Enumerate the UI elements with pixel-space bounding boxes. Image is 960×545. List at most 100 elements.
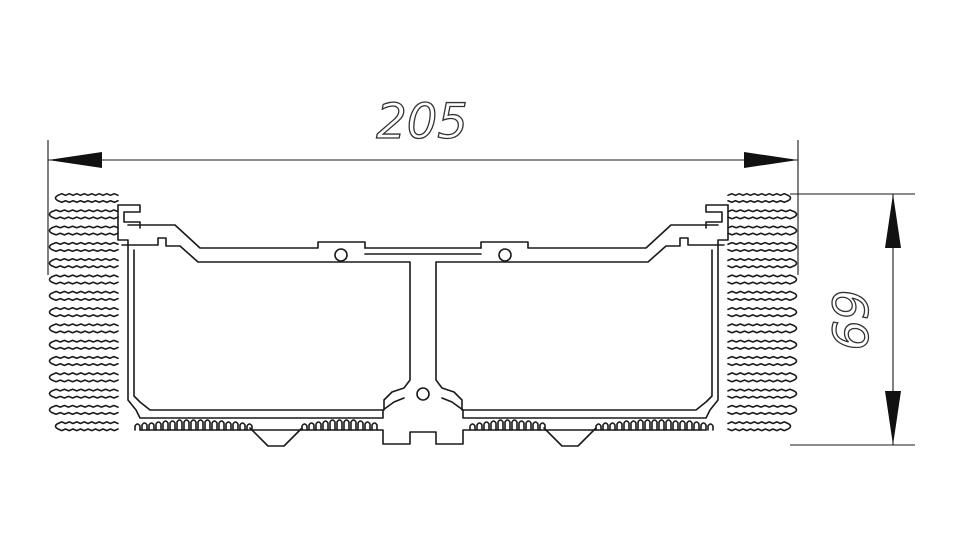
bottom-fin: [350, 419, 357, 431]
fin: [727, 421, 792, 432]
bottom-fin: [343, 419, 350, 431]
bottom-fin: [315, 421, 322, 431]
fin: [727, 339, 798, 350]
fin: [727, 192, 792, 204]
bottom-fin: [176, 419, 183, 431]
bottom-fin: [364, 421, 371, 431]
bottom-fin: [190, 419, 197, 431]
bottom-fin: [483, 421, 490, 431]
bottom-fin: [469, 423, 476, 431]
fin: [48, 339, 119, 350]
fin: [54, 192, 119, 204]
bottom-fin: [211, 420, 218, 431]
bottom-clip-left: [249, 427, 303, 447]
right-side-fins: [727, 192, 798, 432]
fin: [727, 372, 798, 383]
top-rail-left: [127, 224, 366, 249]
bottom-fin: [658, 419, 665, 431]
fin: [727, 404, 798, 416]
fin: [48, 258, 119, 269]
fin: [727, 307, 798, 318]
bottom-fin: [357, 420, 364, 431]
bottom-fin: [616, 421, 623, 431]
fin: [727, 355, 798, 367]
fin: [727, 225, 798, 236]
bottom-fin: [525, 420, 532, 431]
bottom-fin: [693, 421, 700, 431]
fin: [48, 225, 119, 236]
fin: [727, 258, 798, 269]
bottom-fin: [329, 419, 336, 431]
bottom-fin: [246, 423, 253, 431]
bottom-fin: [518, 420, 525, 431]
screw-channel-right: [498, 248, 512, 262]
bottom-fin: [623, 420, 630, 431]
fin: [48, 290, 119, 301]
left-side-fins: [48, 192, 119, 432]
bottom-fin: [301, 423, 308, 431]
fin: [727, 241, 798, 253]
left-outer-wall: [117, 204, 405, 419]
bottom-fin: [504, 419, 511, 431]
fin: [48, 209, 119, 220]
bottom-fin: [148, 422, 155, 431]
fin: [48, 404, 119, 416]
fin: [727, 323, 798, 334]
bottom-fin: [679, 420, 686, 431]
bottom-fin: [490, 420, 497, 431]
bottom-fins: [134, 419, 714, 431]
bottom-fin: [155, 421, 162, 431]
bottom-fin: [609, 422, 616, 431]
width-dimension: 205: [47, 93, 799, 275]
bottom-fin: [630, 420, 637, 431]
height-dimension: 69: [790, 193, 915, 446]
bottom-rail: [139, 429, 707, 445]
bottom-fin: [476, 422, 483, 431]
right-top-hook: [705, 204, 729, 229]
fin: [48, 372, 119, 383]
bottom-fin: [686, 420, 693, 431]
screw-channel-left: [334, 248, 348, 262]
bottom-fin: [672, 420, 679, 431]
top-center-bridge: [364, 247, 482, 255]
bottom-fin: [239, 422, 246, 431]
bottom-fin: [665, 419, 672, 431]
fin: [727, 388, 798, 399]
fin: [48, 241, 119, 253]
profile-body: [117, 204, 729, 447]
bottom-fin: [169, 420, 176, 431]
bottom-fin: [322, 420, 329, 431]
fin: [727, 209, 798, 220]
bottom-fin: [336, 419, 343, 431]
bottom-fin: [595, 423, 602, 431]
height-arrow-bottom: [885, 391, 901, 445]
bottom-fin: [707, 423, 714, 431]
width-arrow-left: [48, 152, 102, 168]
bottom-clip-right: [543, 427, 597, 447]
left-top-hook: [117, 204, 141, 229]
bottom-fin: [141, 422, 148, 431]
bottom-fin: [532, 421, 539, 431]
bottom-fin: [225, 421, 232, 431]
screw-channel-center: [416, 387, 430, 401]
bottom-fin: [602, 422, 609, 431]
bottom-fin: [204, 419, 211, 431]
bottom-fin: [232, 421, 239, 431]
bottom-fin: [539, 422, 546, 431]
height-arrow-top: [885, 194, 901, 248]
right-outer-wall: [441, 204, 729, 419]
bottom-fin: [183, 419, 190, 431]
fin: [48, 355, 119, 367]
width-arrow-right: [744, 152, 798, 168]
bottom-fin: [134, 423, 141, 431]
bottom-fin: [308, 422, 315, 431]
bottom-fin: [700, 422, 707, 431]
height-label: 69: [824, 289, 880, 350]
fin: [48, 307, 119, 318]
bottom-fin: [511, 419, 518, 431]
bottom-fin: [218, 420, 225, 431]
bottom-fin: [644, 419, 651, 431]
fin: [48, 323, 119, 334]
top-rail-right: [480, 224, 719, 249]
